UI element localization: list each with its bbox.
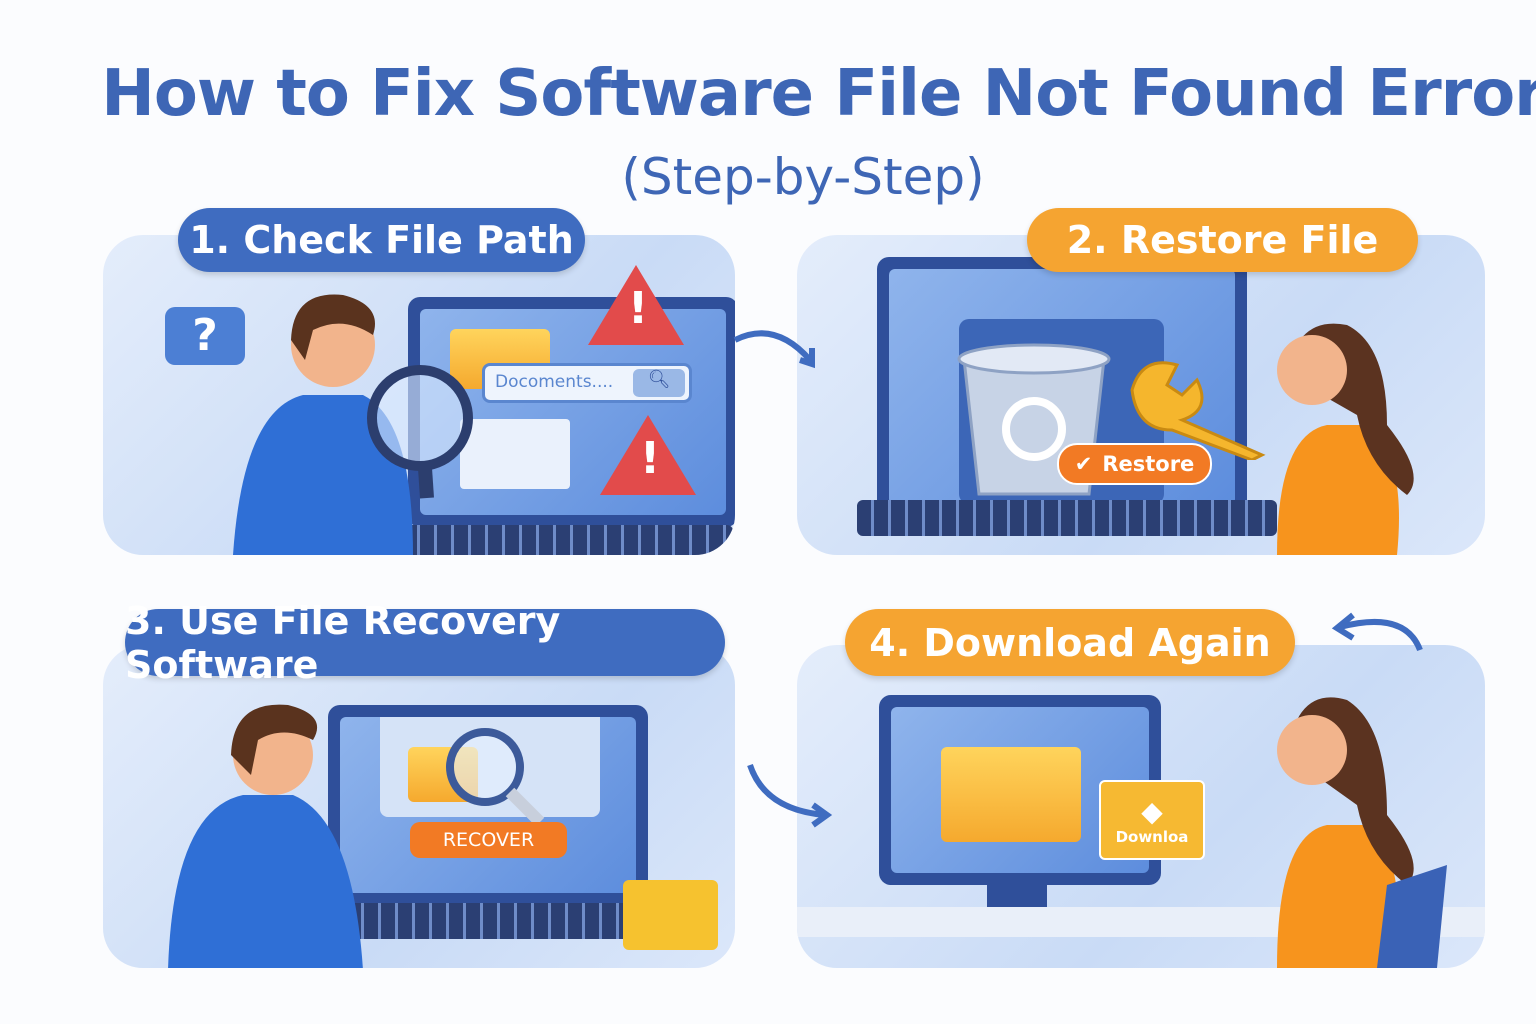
check-icon: ✔ — [1074, 452, 1093, 476]
arrow-icon — [1331, 612, 1423, 652]
woman-figure — [1277, 697, 1447, 968]
page-title: How to Fix Software File Not Found Error — [101, 57, 1536, 131]
pencil-cup-icon — [623, 880, 718, 950]
man-figure — [168, 704, 363, 968]
keyboard — [403, 525, 733, 555]
step-2-label: 2. Restore File — [1027, 208, 1418, 272]
recover-button[interactable]: RECOVER — [410, 822, 567, 858]
monitor — [328, 705, 648, 905]
step-4-panel: ◆Downloa — [797, 645, 1485, 968]
download-icon: ◆ — [1141, 794, 1163, 828]
magnifier-icon — [446, 728, 545, 827]
warning-icon: ! — [600, 415, 696, 495]
woman-figure — [1277, 323, 1414, 555]
wrench-icon — [1130, 361, 1266, 460]
step-1-panel: Docoments.... 🔍︎ ! ! ? — [103, 235, 735, 555]
step-4-label: 4. Download Again — [845, 609, 1295, 676]
keyboard — [857, 500, 1277, 536]
man-figure — [233, 294, 413, 555]
document-icon — [460, 419, 570, 489]
search-icon[interactable]: 🔍︎ — [633, 369, 685, 397]
keyboard — [313, 903, 653, 939]
question-bubble-icon: ? — [165, 307, 245, 365]
step-1-label: 1. Check File Path — [178, 208, 585, 272]
search-input[interactable]: Docoments.... 🔍︎ — [482, 363, 692, 403]
page-subtitle: (Step-by-Step) — [621, 148, 985, 206]
download-button[interactable]: ◆Downloa — [1099, 780, 1205, 860]
step-3-label: 3. Use File Recovery Software — [125, 599, 725, 687]
step-2-panel: ✔Restore — [797, 235, 1485, 555]
step-3-panel: RECOVER — [103, 645, 735, 968]
arrow-icon — [747, 763, 833, 828]
magnifier-icon — [367, 365, 473, 499]
folder-icon — [941, 747, 1081, 842]
restore-button[interactable]: ✔Restore — [1057, 443, 1212, 485]
arrow-icon — [733, 330, 815, 369]
warning-icon: ! — [588, 265, 684, 345]
